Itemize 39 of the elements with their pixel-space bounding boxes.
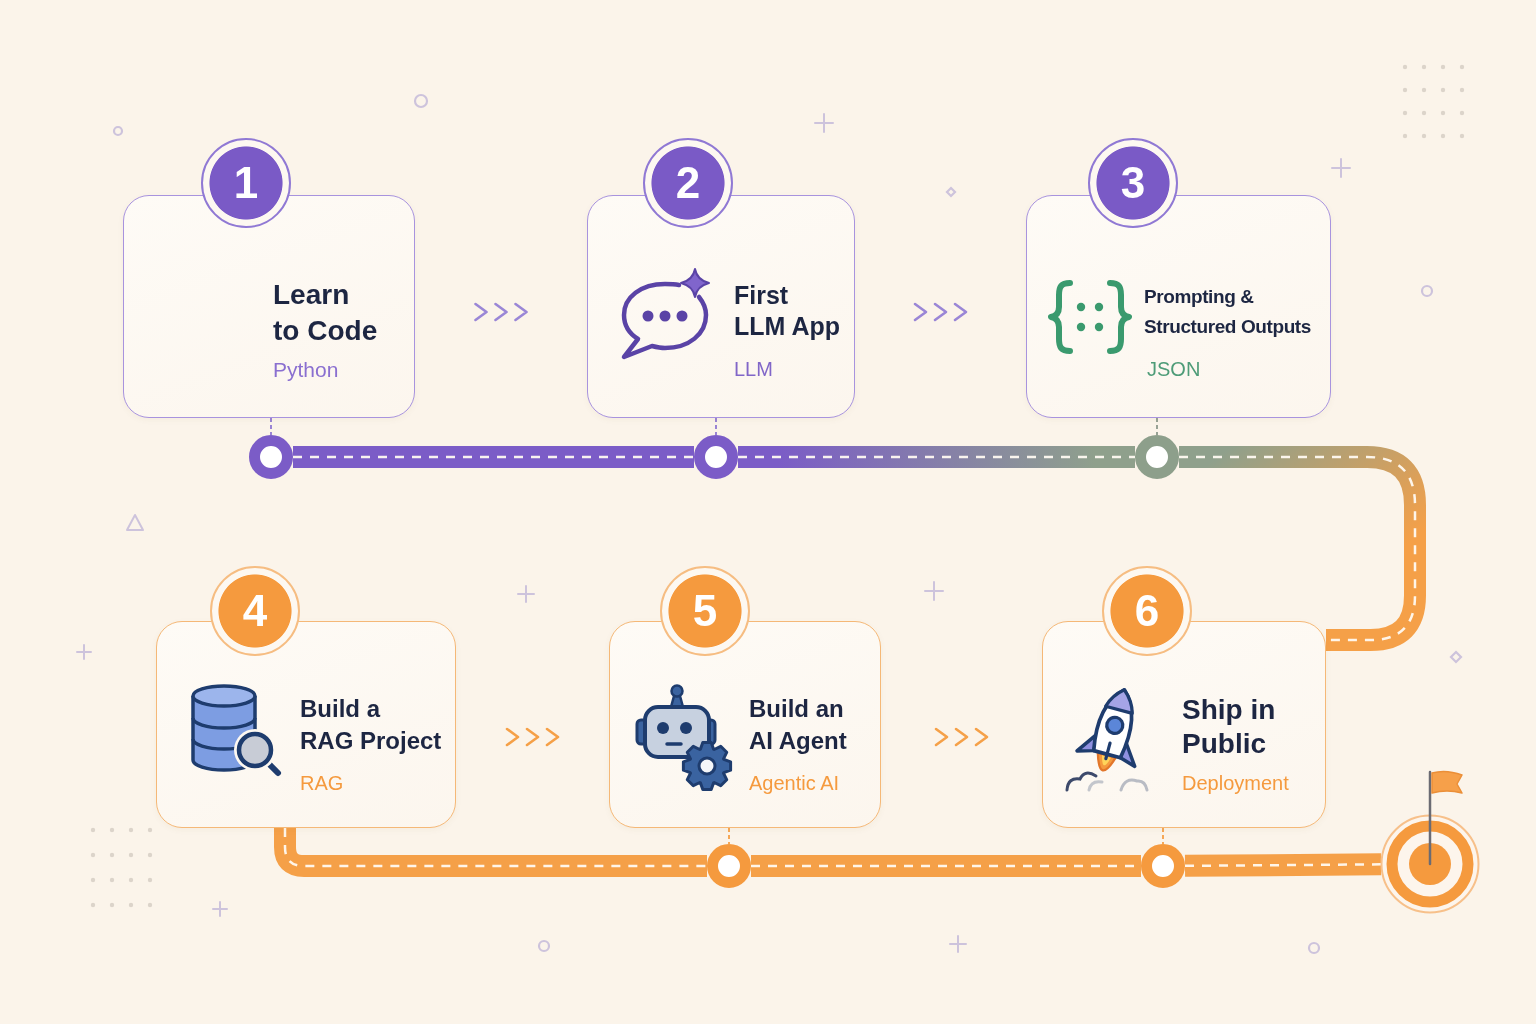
- road-waypoint: [1135, 435, 1179, 479]
- step-number: 6: [1134, 589, 1160, 633]
- step-title: First LLM App: [734, 280, 841, 342]
- step-title: Learn to Code: [273, 278, 379, 348]
- chevron-arrow: [505, 727, 560, 747]
- chevron-arrow: [474, 302, 528, 322]
- leader-line: [1156, 417, 1158, 436]
- chevron-arrow: [913, 302, 968, 322]
- step-title: Prompting & Structured Outputs: [1144, 285, 1312, 339]
- road-path: [751, 855, 1141, 877]
- finish-target: [1379, 768, 1481, 914]
- topic-label: RAG: [300, 771, 344, 795]
- leader-line: [1162, 827, 1164, 845]
- road-waypoint: [694, 435, 738, 479]
- step-number: 1: [233, 161, 259, 205]
- step-title: Build a RAG Project: [300, 694, 443, 756]
- topic-label: JSON: [1147, 357, 1201, 381]
- step-number: 3: [1120, 161, 1146, 205]
- topic-label: Python: [273, 357, 339, 382]
- topic-label: LLM: [734, 357, 773, 381]
- leader-line: [728, 827, 730, 845]
- road-path: [1179, 446, 1426, 651]
- step-title: Ship in Public: [1182, 693, 1277, 761]
- step-number: 5: [692, 589, 718, 633]
- road-path: [738, 446, 1135, 468]
- road-path: [274, 828, 707, 877]
- chevron-arrow: [934, 727, 989, 747]
- leader-line: [270, 417, 272, 436]
- road-waypoint: [1141, 844, 1185, 888]
- topic-label: Deployment: [1182, 771, 1289, 795]
- road-waypoint: [249, 435, 293, 479]
- road-path: [1184, 853, 1382, 877]
- leader-line: [715, 417, 717, 436]
- step-title: Build an AI Agent: [749, 694, 848, 756]
- road-waypoint: [707, 844, 751, 888]
- step-number: 2: [675, 161, 701, 205]
- step-number: 4: [242, 589, 268, 633]
- topic-label: Agentic AI: [749, 771, 840, 795]
- road-path: [293, 446, 694, 468]
